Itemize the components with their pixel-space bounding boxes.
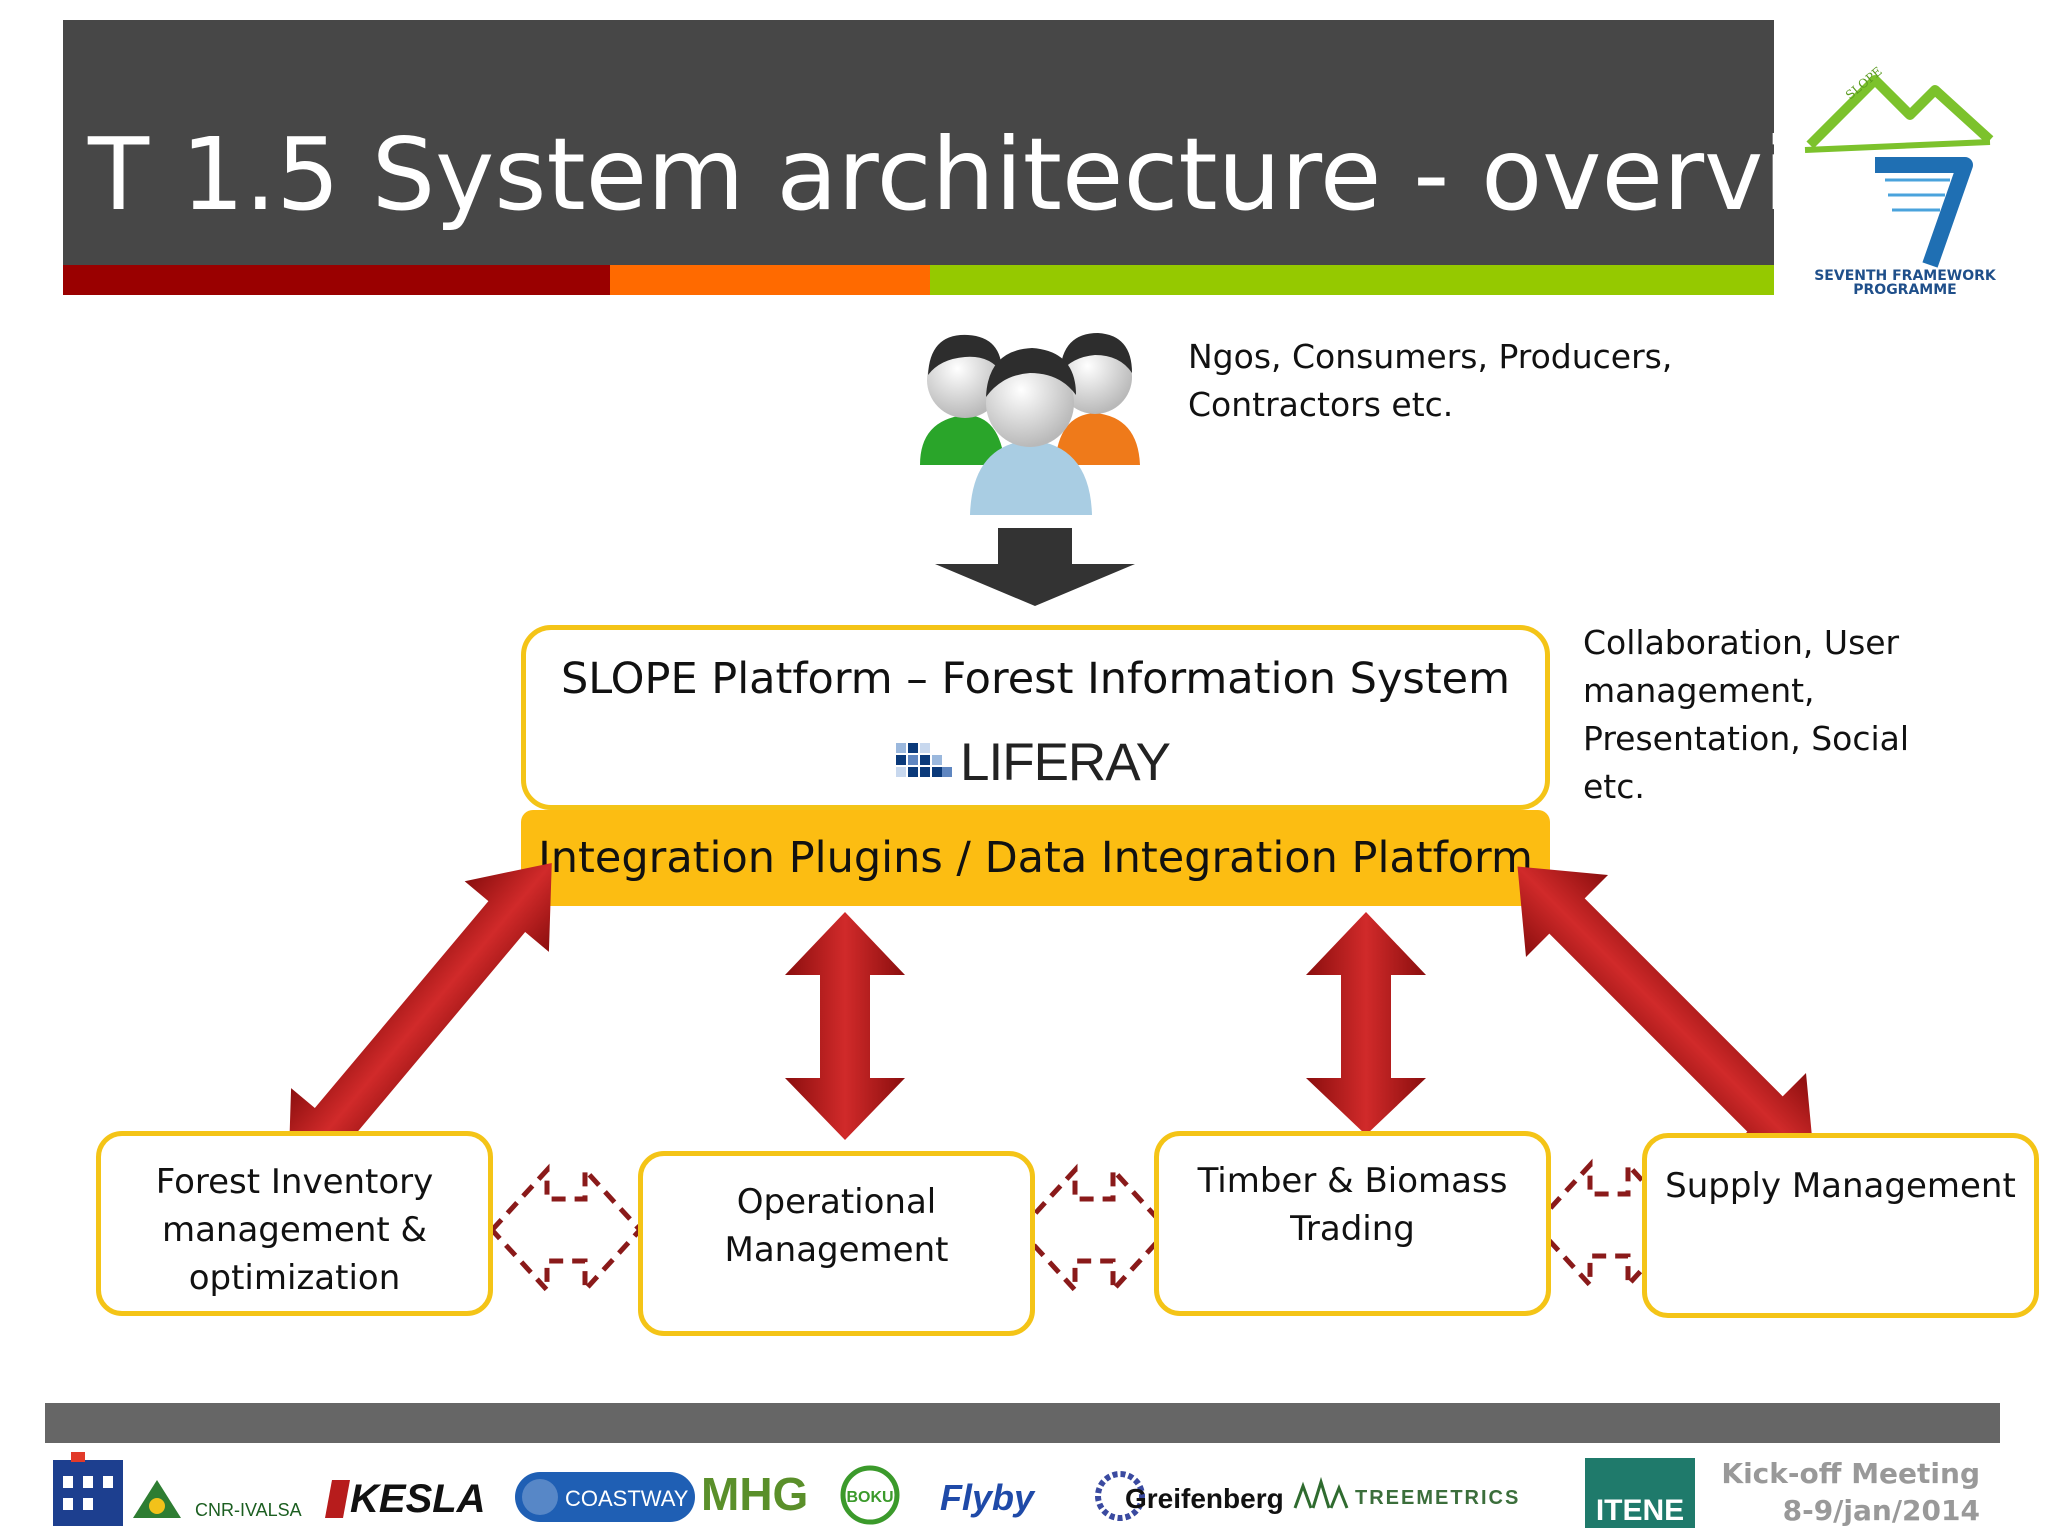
sponsor-logos: CNR-IVALSA KESLA COASTWAY MHG BOKU Flyby… xyxy=(53,1452,1695,1528)
footer-text: Kick-off Meeting 8-9/jan/2014 xyxy=(1700,1455,1980,1529)
itene-logo: ITENE xyxy=(1585,1458,1695,1528)
module-label: Forest Inventory management & optimizati… xyxy=(155,1162,434,1298)
footer-bar xyxy=(45,1403,2000,1443)
kesla-logo: KESLA xyxy=(325,1477,486,1521)
svg-text:Greifenberg: Greifenberg xyxy=(1125,1483,1284,1514)
module-label: Timber & Biomass Trading xyxy=(1197,1161,1508,1249)
module-box-supply: Supply Management xyxy=(1642,1133,2039,1318)
title-stripe-orange xyxy=(610,265,930,295)
cnr-ivalsa-logo: CNR-IVALSA xyxy=(133,1480,302,1520)
svg-text:BOKU: BOKU xyxy=(846,1489,893,1506)
title-bar xyxy=(63,20,1774,265)
title-stripe-red xyxy=(63,265,610,295)
module-box-operational: Operational Management xyxy=(638,1151,1035,1336)
svg-text:COASTWAY: COASTWAY xyxy=(565,1486,689,1511)
module-label: Supply Management xyxy=(1665,1166,2016,1206)
users-note: Ngos, Consumers, Producers, Contractors … xyxy=(1188,337,1673,424)
greifenberg-logo: Greifenberg xyxy=(1095,1471,1284,1521)
platform-box: SLOPE Platform – Forest Information Syst… xyxy=(521,625,1550,810)
double-arrow-trading xyxy=(1306,912,1426,1135)
svg-text:CNR-IVALSA: CNR-IVALSA xyxy=(195,1500,302,1520)
platform-note: Collaboration, User management, Presenta… xyxy=(1583,623,1910,806)
platform-title: SLOPE Platform – Forest Information Syst… xyxy=(560,654,1511,704)
svg-text:TREEMETRICS: TREEMETRICS xyxy=(1355,1487,1520,1509)
slide-title: T 1.5 System architecture - overview xyxy=(88,116,1935,233)
footer-line-2: 8-9/jan/2014 xyxy=(1782,1494,1980,1527)
project-logos: SLOPE SEVENTH FRAMEWORK PROGRAMME xyxy=(1804,64,1997,298)
integration-bar: Integration Plugins / Data Integration P… xyxy=(521,810,1550,906)
slope-logo: SLOPE xyxy=(1804,64,1994,153)
fp7-logo-text-1: SEVENTH FRAMEWORK xyxy=(1814,268,1997,284)
flyby-logo: Flyby xyxy=(940,1477,1036,1518)
down-arrow-icon xyxy=(935,528,1135,606)
module-label: Operational Management xyxy=(724,1182,949,1270)
liferay-label: LIFERAY xyxy=(960,733,1171,792)
svg-text:KESLA: KESLA xyxy=(350,1477,486,1521)
title-stripe-green xyxy=(930,265,1774,295)
module-box-trading: Timber & Biomass Trading xyxy=(1154,1131,1551,1316)
users-group-icon xyxy=(920,333,1140,515)
fp7-logo: SEVENTH FRAMEWORK PROGRAMME xyxy=(1814,157,1997,298)
mhg-logo: MHG xyxy=(701,1468,808,1520)
svg-text:MHG: MHG xyxy=(701,1468,808,1520)
boku-logo: BOKU xyxy=(840,1465,900,1525)
treemetrics-logo: TREEMETRICS xyxy=(1293,1476,1520,1509)
coastway-logo: COASTWAY xyxy=(515,1472,695,1522)
liferay-pixel-icon xyxy=(896,743,952,777)
dashed-arrow-1 xyxy=(488,1163,644,1297)
footer-line-1: Kick-off Meeting xyxy=(1721,1457,1980,1490)
svg-text:Flyby: Flyby xyxy=(940,1477,1036,1518)
svg-text:ITENE: ITENE xyxy=(1596,1494,1684,1527)
fp7-logo-text-2: PROGRAMME xyxy=(1853,282,1956,298)
dashed-arrow-2 xyxy=(1016,1163,1172,1297)
double-arrow-operational xyxy=(785,912,905,1140)
module-box-forest-inventory: Forest Inventory management & optimizati… xyxy=(96,1131,493,1316)
liferay-logo: LIFERAY xyxy=(896,733,1171,793)
building-logo-icon xyxy=(53,1452,123,1526)
